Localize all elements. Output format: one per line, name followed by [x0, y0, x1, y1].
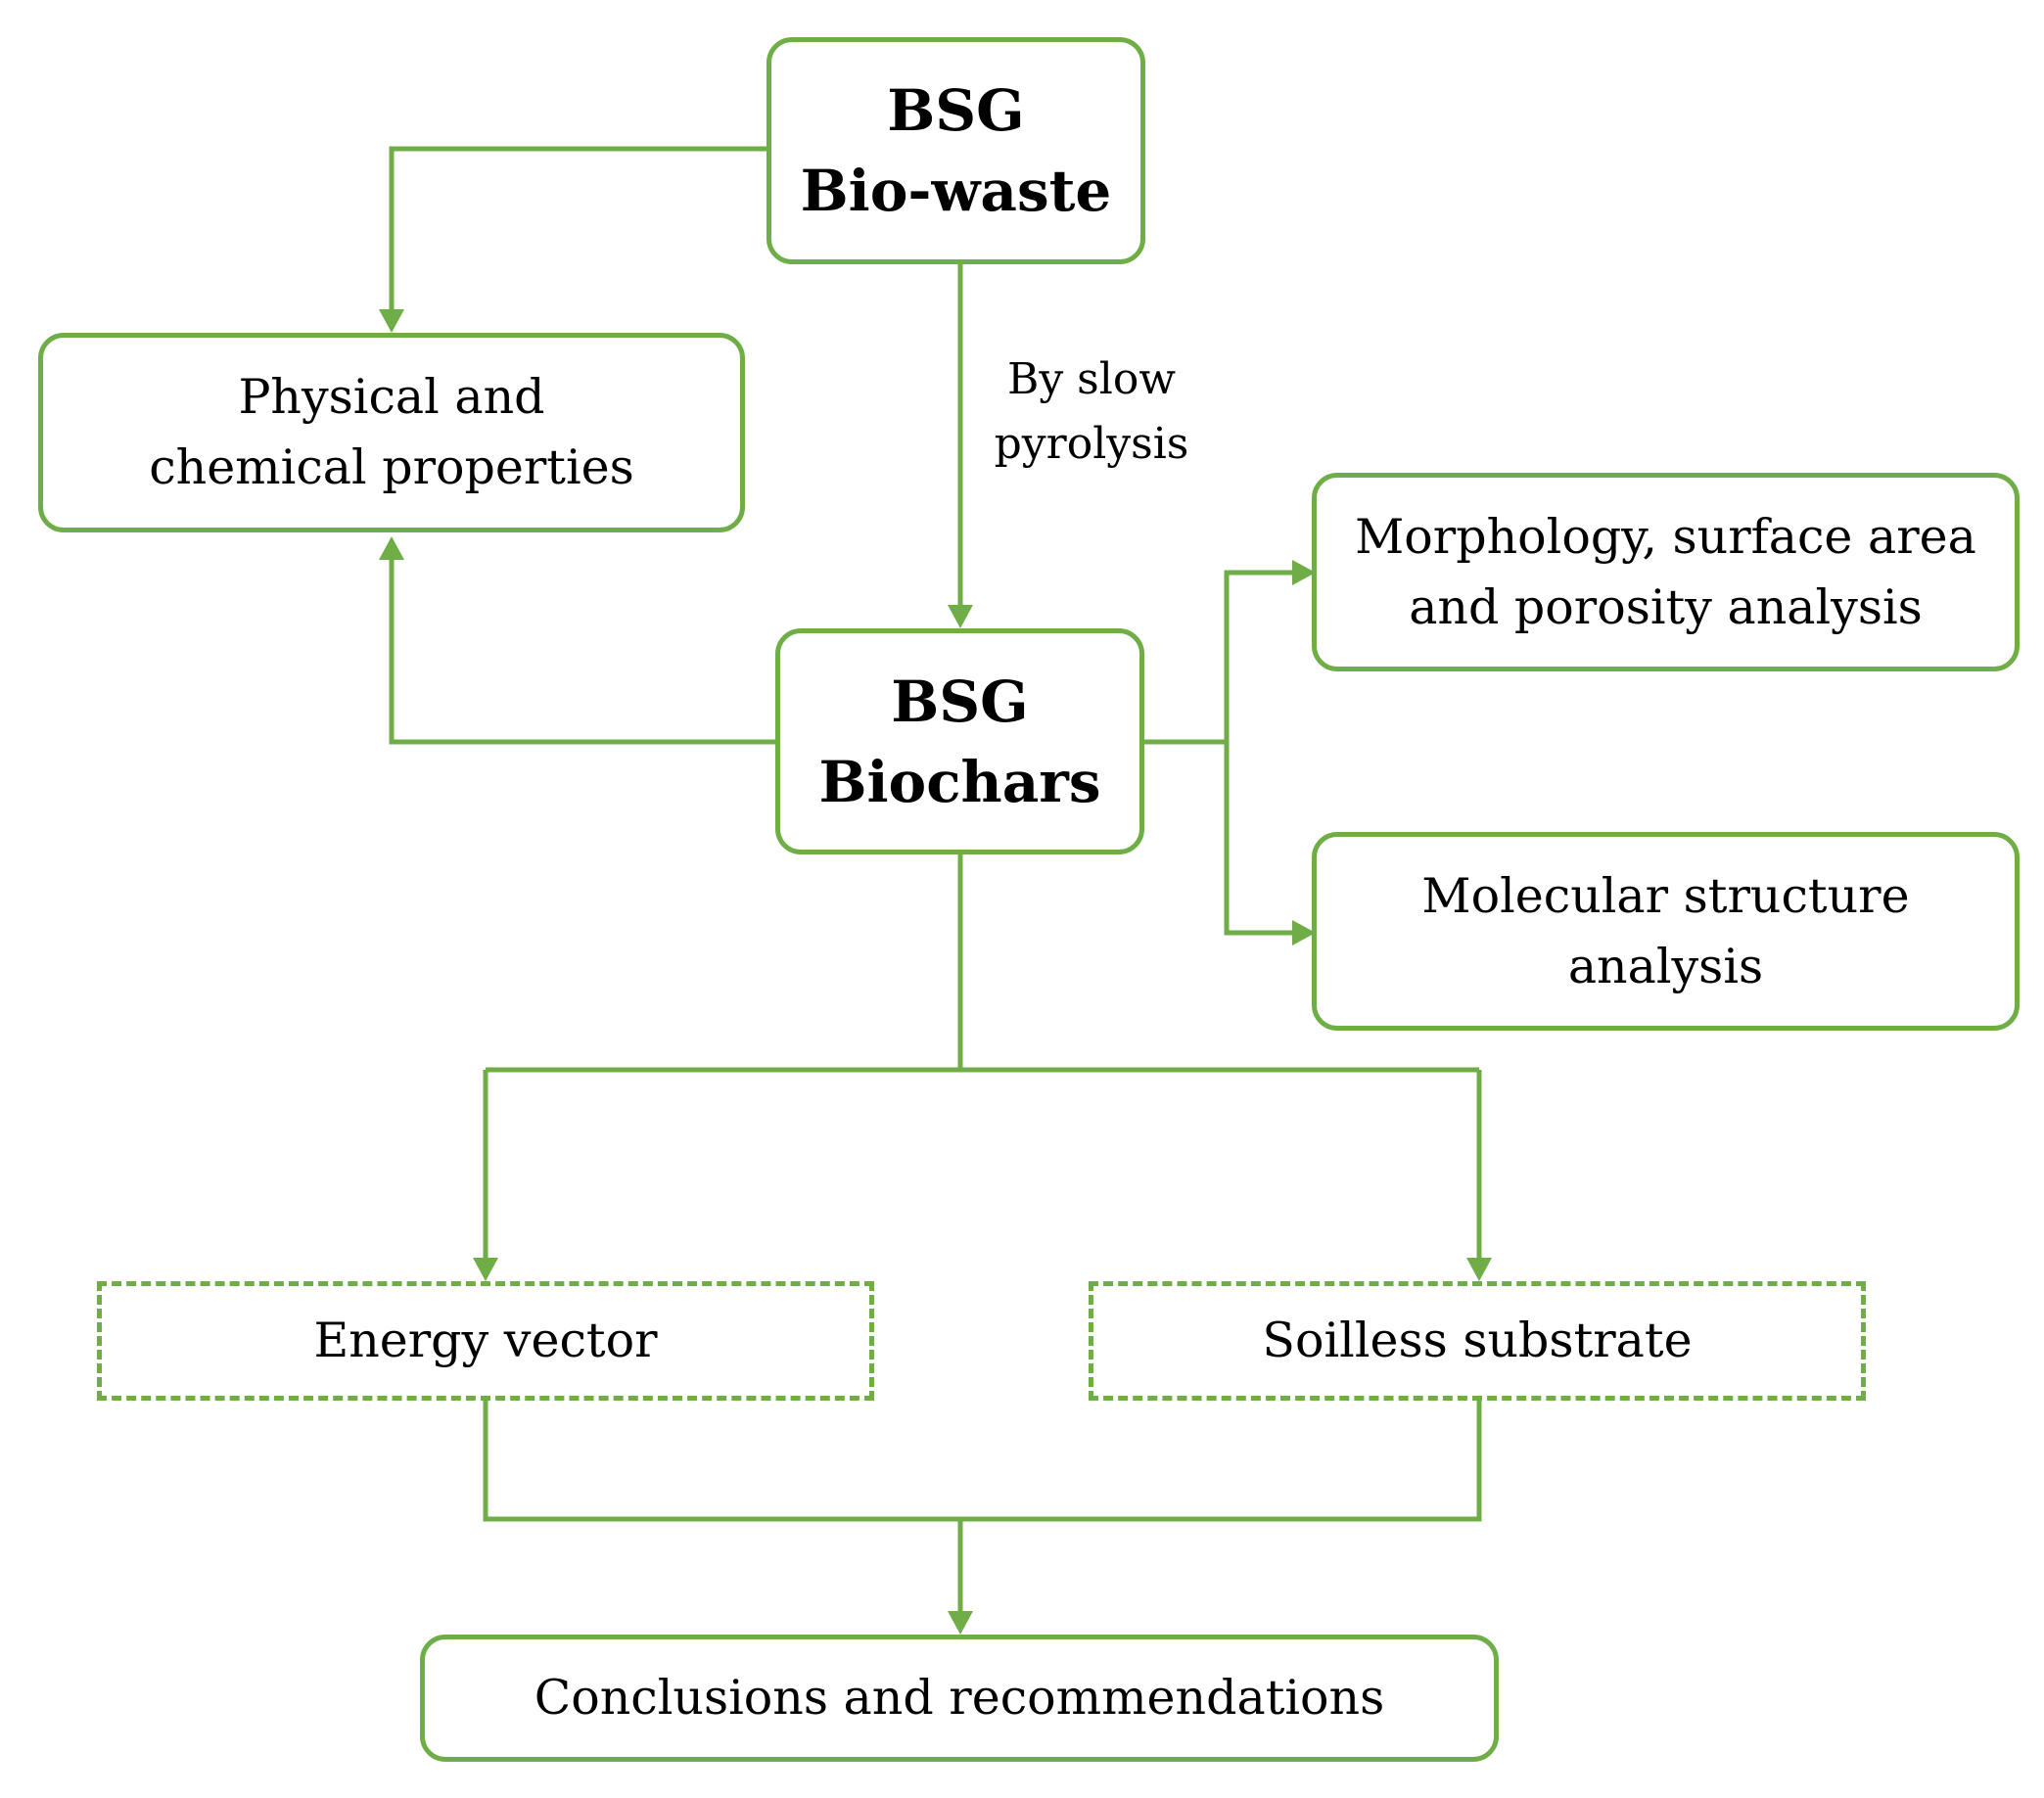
arrowhead-conclusions: [948, 1611, 973, 1635]
node-label-line: Energy vector: [313, 1313, 658, 1368]
node-label-line: chemical properties: [149, 439, 634, 495]
node-soilless-substrate: Soilless substrate: [1089, 1281, 1866, 1401]
edge-biowaste-to-properties: [389, 146, 768, 311]
node-label-line: Conclusions and recommendations: [534, 1670, 1385, 1726]
node-bsg-biochars: BSG Biochars: [775, 628, 1144, 854]
node-morphology-analysis: Morphology, surface area and porosity an…: [1312, 473, 2020, 671]
node-label-line: and porosity analysis: [1409, 578, 1923, 635]
node-label-line: BSG: [891, 668, 1029, 735]
edge-label-slow-pyrolysis: By slow pyrolysis: [979, 347, 1204, 477]
node-energy-vector: Energy vector: [97, 1281, 874, 1401]
arrowhead-molecular: [1292, 920, 1316, 945]
edge-label-line: By slow: [1007, 354, 1176, 404]
arrowhead-soilless: [1466, 1258, 1492, 1281]
node-label-line: Morphology, surface area: [1355, 508, 1976, 565]
node-conclusions-recommendations: Conclusions and recommendations: [420, 1635, 1499, 1762]
edge-to-molecular: [1224, 742, 1294, 936]
node-label-line: Soilless substrate: [1262, 1313, 1693, 1368]
edge-label-line: pyrolysis: [994, 419, 1189, 469]
node-bsg-bio-waste: BSG Bio-waste: [766, 37, 1145, 264]
node-label-line: Biochars: [818, 748, 1101, 815]
edge-biochars-to-properties: [389, 558, 778, 745]
node-label-line: Bio-waste: [800, 158, 1112, 224]
arrowhead-biochars-top: [948, 605, 973, 628]
edge-from-energy: [483, 1401, 1482, 1522]
arrowhead-morphology: [1292, 560, 1316, 585]
node-label-line: BSG: [887, 77, 1025, 144]
node-label-line: analysis: [1567, 938, 1764, 994]
edge-to-morphology: [1224, 570, 1294, 935]
node-physical-chemical-properties: Physical and chemical properties: [38, 333, 745, 532]
arrowhead-properties-top: [379, 309, 404, 333]
node-label-line: Physical and: [238, 369, 545, 425]
node-label-line: Molecular structure: [1421, 867, 1910, 924]
node-molecular-structure-analysis: Molecular structure analysis: [1312, 832, 2020, 1031]
arrowhead-properties-bottom: [379, 536, 404, 560]
arrowhead-energy: [473, 1258, 498, 1281]
